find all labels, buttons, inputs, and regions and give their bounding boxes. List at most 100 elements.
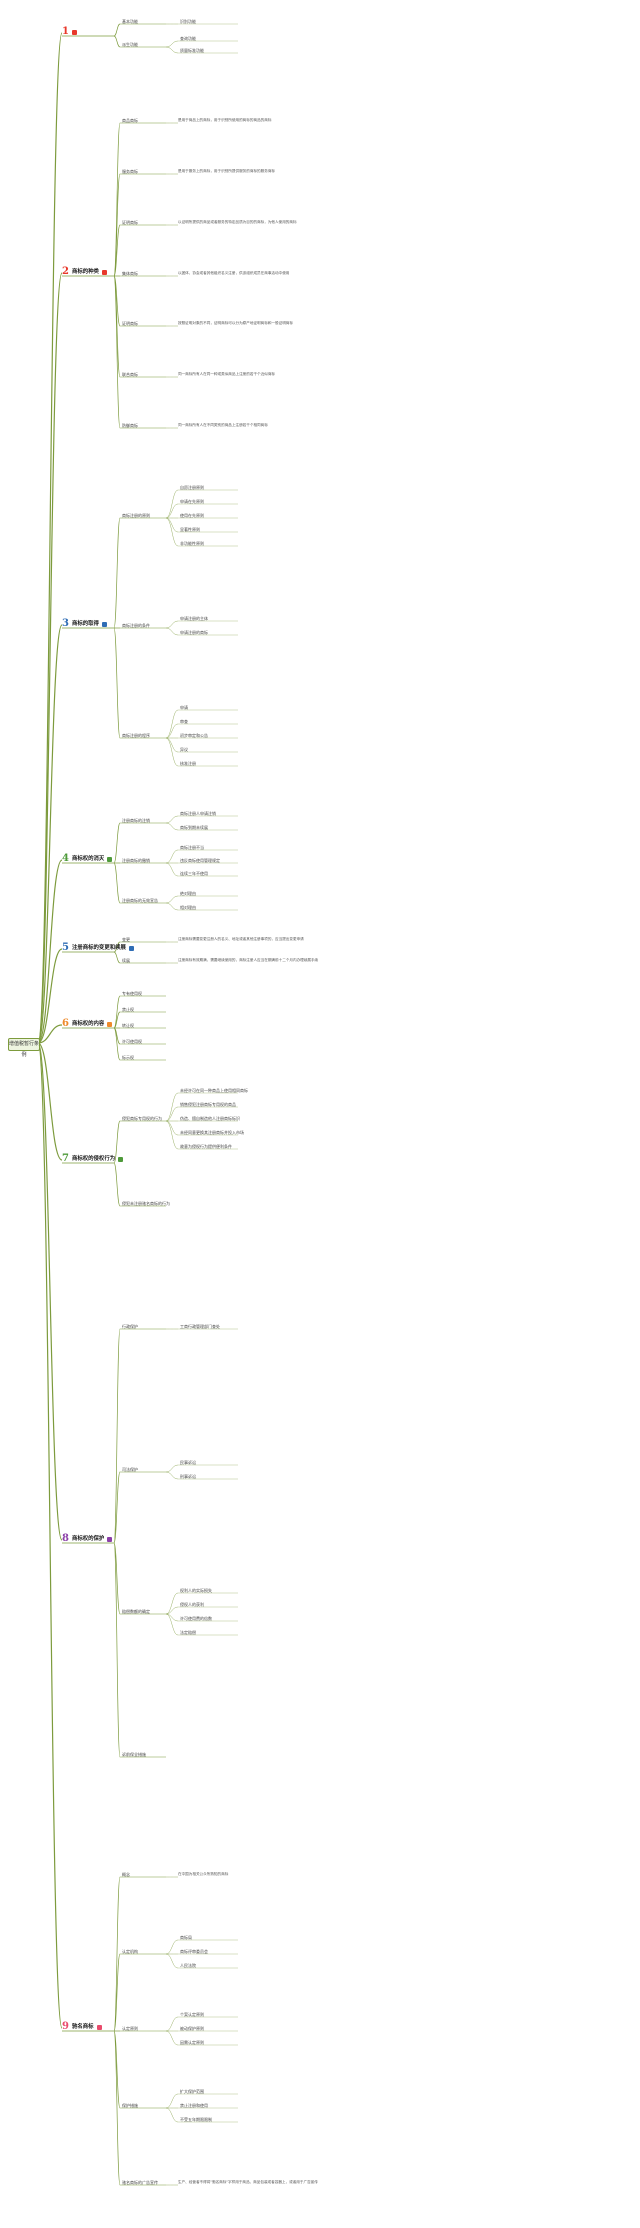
child-label[interactable]: 商标注册的程序 xyxy=(122,733,150,738)
item-label[interactable]: 个案认定原则 xyxy=(180,2012,204,2017)
item-label[interactable]: 商标注册人申请注销 xyxy=(180,811,216,816)
item-label[interactable]: 申请在先原则 xyxy=(180,499,204,504)
item-label[interactable]: 工商行政管理部门查处 xyxy=(180,1324,220,1329)
item-label[interactable]: 绝对理由 xyxy=(180,891,196,896)
item-label[interactable]: 申请 xyxy=(180,705,188,710)
item-branch-line xyxy=(165,1939,179,1955)
child-branch-line xyxy=(113,35,121,48)
flag-icon xyxy=(107,856,113,862)
item-label[interactable]: 权利人的实际损失 xyxy=(180,1588,212,1593)
child-label[interactable]: 转让权 xyxy=(122,1023,134,1028)
item-branch-line xyxy=(165,737,179,753)
item-label[interactable]: 使用在先原则 xyxy=(180,513,204,518)
child-label[interactable]: 侵犯商标专用权的行为 xyxy=(122,1116,162,1121)
child-label[interactable]: 认定原则 xyxy=(122,2026,138,2031)
item-label[interactable]: 销售侵犯注册商标专用权的商品 xyxy=(180,1102,236,1107)
item-label[interactable]: 未经许可在同一种商品上使用相同商标 xyxy=(180,1088,248,1093)
child-label[interactable]: 基本功能 xyxy=(122,19,138,24)
child-label[interactable]: 诉前保全措施 xyxy=(122,1752,146,1757)
child-label[interactable]: 集体商标 xyxy=(122,271,138,276)
section-title: 驰名商标 xyxy=(71,2024,94,2030)
section-title: 商标权的侵权行为 xyxy=(71,1156,116,1162)
child-label[interactable]: 商标注册的原则 xyxy=(122,513,150,518)
item-label[interactable]: 商标局 xyxy=(180,1935,192,1940)
item-label[interactable]: 人民法院 xyxy=(180,1963,196,1968)
item-label[interactable]: 法定赔偿 xyxy=(180,1630,196,1635)
child-label[interactable]: 注册商标的撤销 xyxy=(122,858,150,863)
child-label[interactable]: 证明商标 xyxy=(122,220,138,225)
item-label[interactable]: 民事诉讼 xyxy=(180,1460,196,1465)
child-label[interactable]: 商标注册的条件 xyxy=(122,623,150,628)
child-description: 以证明所提供的商品或者服务的特定品质为目的的商标，为他人使用的商标 xyxy=(178,220,297,224)
item-label[interactable]: 扩大保护范围 xyxy=(180,2089,204,2094)
child-label[interactable]: 保护措施 xyxy=(122,2103,138,2108)
item-label[interactable]: 许可使用费的倍数 xyxy=(180,1616,212,1621)
item-label[interactable]: 被动保护原则 xyxy=(180,2026,204,2031)
item-label[interactable]: 显著性原则 xyxy=(180,527,200,532)
item-label[interactable]: 不受五年期限限制 xyxy=(180,2117,212,2122)
child-label[interactable]: 禁止权 xyxy=(122,1007,134,1012)
item-label[interactable]: 审查 xyxy=(180,719,188,724)
child-label[interactable]: 派生功能 xyxy=(122,42,138,47)
child-label[interactable]: 认定机构 xyxy=(122,1949,138,1954)
item-label[interactable]: 伪造、擅自制造他人注册商标标识 xyxy=(180,1116,240,1121)
child-label[interactable]: 续展 xyxy=(122,958,130,963)
item-label[interactable]: 禁止注册和使用 xyxy=(180,2103,208,2108)
item-label[interactable]: 故意为侵权行为提供便利条件 xyxy=(180,1144,232,1149)
item-label[interactable]: 商标注册不当 xyxy=(180,845,204,850)
root-branch-line xyxy=(37,272,63,1044)
child-label[interactable]: 许可使用权 xyxy=(122,1039,142,1044)
item-label[interactable]: 商标到期未续展 xyxy=(180,825,208,830)
item-label[interactable]: 商标评审委员会 xyxy=(180,1949,208,1954)
section-header[interactable]: 1 xyxy=(62,27,77,37)
child-label[interactable]: 赔偿数额的确定 xyxy=(122,1609,150,1614)
root-branch-line xyxy=(37,948,63,1044)
item-label[interactable]: 自愿注册原则 xyxy=(180,485,204,490)
item-label[interactable]: 未经同意更换其注册商标并投入市场 xyxy=(180,1130,244,1135)
item-branch-line xyxy=(165,517,179,547)
item-label[interactable]: 连续三年不使用 xyxy=(180,871,208,876)
child-label[interactable]: 注册商标的注销 xyxy=(122,818,150,823)
item-branch-line xyxy=(165,723,179,739)
root-branch-line xyxy=(37,859,63,1044)
child-label[interactable]: 司法保护 xyxy=(122,1467,138,1472)
child-description: 在中国为相关公众所熟知的商标 xyxy=(178,1872,229,1876)
child-label[interactable]: 变更 xyxy=(122,937,130,942)
child-label[interactable]: 证明商标 xyxy=(122,321,138,326)
child-label[interactable]: 概念 xyxy=(122,1872,130,1877)
item-label[interactable]: 相对理由 xyxy=(180,905,196,910)
child-branch-line xyxy=(113,1328,121,1544)
child-label[interactable]: 防御商标 xyxy=(122,423,138,428)
child-label[interactable]: 服务商标 xyxy=(122,169,138,174)
child-label[interactable]: 注册商标的无效宣告 xyxy=(122,898,158,903)
child-label[interactable]: 标示权 xyxy=(122,1055,134,1060)
item-label[interactable]: 核准注册 xyxy=(180,761,196,766)
item-label[interactable]: 异议 xyxy=(180,747,188,752)
item-label[interactable]: 刑事诉讼 xyxy=(180,1474,196,1479)
item-label[interactable]: 因需认定原则 xyxy=(180,2040,204,2045)
item-label[interactable]: 侵权人的获利 xyxy=(180,1602,204,1607)
root-node[interactable]: 增值税暂行条例 xyxy=(8,1038,40,1058)
child-label[interactable]: 专有使用权 xyxy=(122,991,142,996)
item-label[interactable]: 违反商标使用管理规定 xyxy=(180,858,220,863)
child-label[interactable]: 驰名商标的广告宣传 xyxy=(122,2180,158,2185)
item-label[interactable]: 申请注册的商标 xyxy=(180,630,208,635)
child-label[interactable]: 联合商标 xyxy=(122,372,138,377)
child-label[interactable]: 侵犯未注册驰名商标的行为 xyxy=(122,1201,170,1206)
item-label[interactable]: 查询功能 xyxy=(180,36,196,41)
item-label[interactable]: 识别功能 xyxy=(180,19,196,24)
child-label[interactable]: 行政保护 xyxy=(122,1324,138,1329)
item-label[interactable]: 申请注册的主体 xyxy=(180,616,208,621)
item-label[interactable]: 非功能性原则 xyxy=(180,541,204,546)
item-label[interactable]: 质量标准功能 xyxy=(180,48,204,53)
child-label[interactable]: 商品商标 xyxy=(122,118,138,123)
item-label[interactable]: 初步审定和公告 xyxy=(180,733,208,738)
